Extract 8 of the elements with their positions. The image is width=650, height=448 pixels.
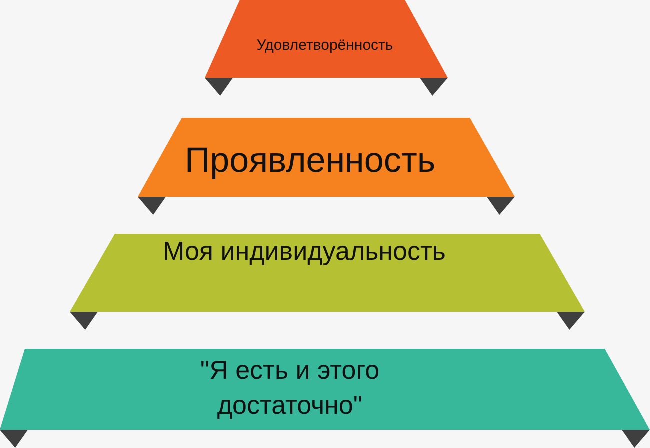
- tier-label: Моя индивидуальность: [163, 235, 447, 268]
- pyramid-tier: [0, 349, 650, 430]
- pyramid-tier: [70, 234, 585, 312]
- tier-label: Проявленность: [185, 140, 437, 182]
- tier-label: Удовлетворённость: [256, 36, 394, 56]
- pyramid-tier: [205, 0, 448, 78]
- tier-label: "Я есть и этого достаточно": [199, 354, 381, 422]
- pyramid-tier: [138, 118, 515, 197]
